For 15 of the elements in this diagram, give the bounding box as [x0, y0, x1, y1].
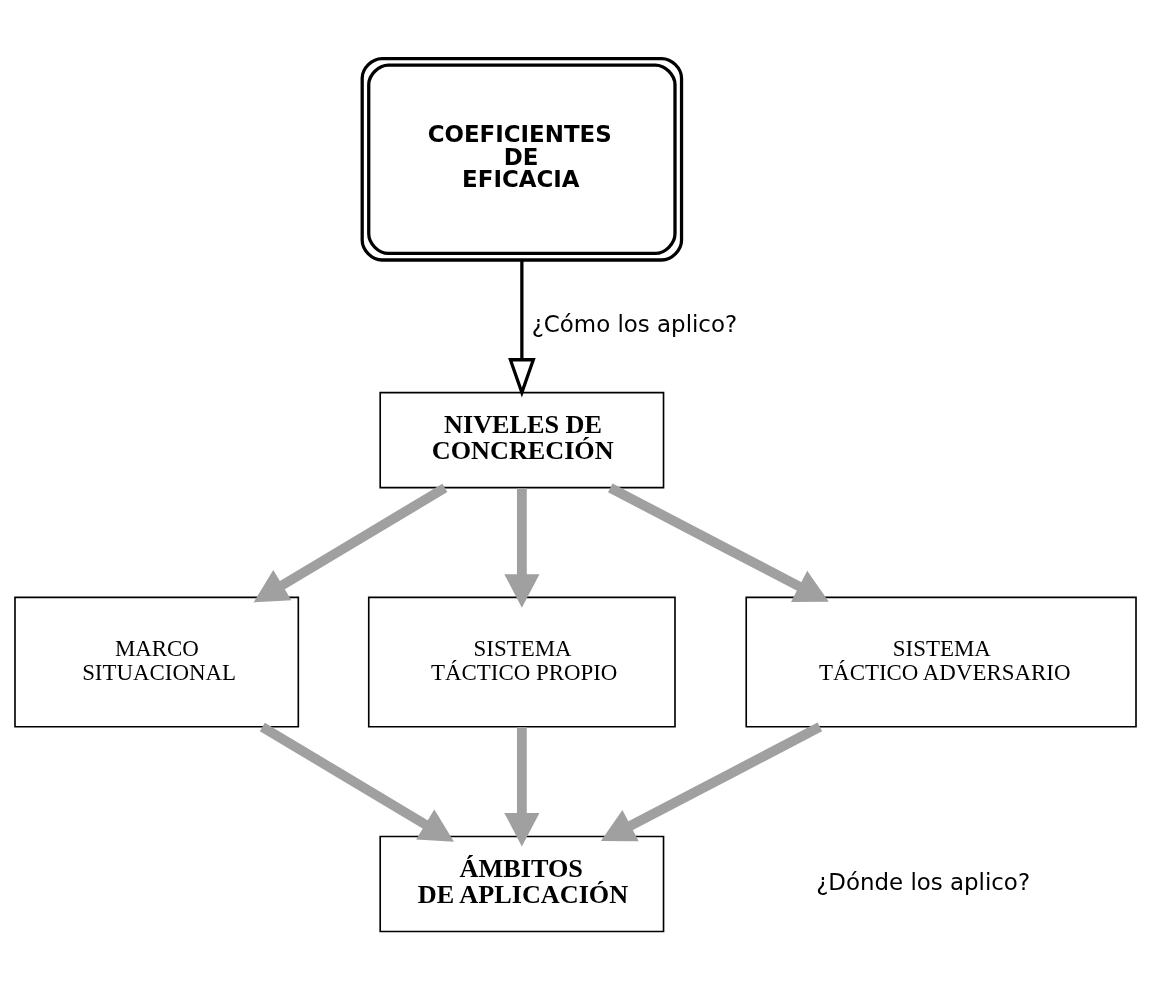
label: ¿Dónde los aplico?	[816, 868, 1031, 895]
node-box: SISTEMA TÁCTICO ADVERSARIO	[745, 596, 1137, 728]
node-box: COEFICIENTES DE EFICACIA	[360, 56, 684, 262]
arrow	[253, 483, 448, 602]
arrow	[504, 487, 540, 608]
node-box: NIVELES DE CONCRECIÓN	[379, 391, 665, 488]
arrow	[508, 259, 536, 397]
node-box: MARCO SITUACIONAL	[14, 596, 300, 728]
arrow	[504, 726, 540, 846]
node-box: SISTEMA TÁCTICO PROPIO	[367, 596, 676, 728]
arrow	[259, 722, 454, 842]
node-box: ÁMBITOS DE APLICACIÓN	[379, 835, 665, 932]
arrow	[600, 722, 823, 841]
arrow	[608, 483, 829, 602]
edge-label: ¿Cómo los aplico?	[531, 310, 738, 337]
